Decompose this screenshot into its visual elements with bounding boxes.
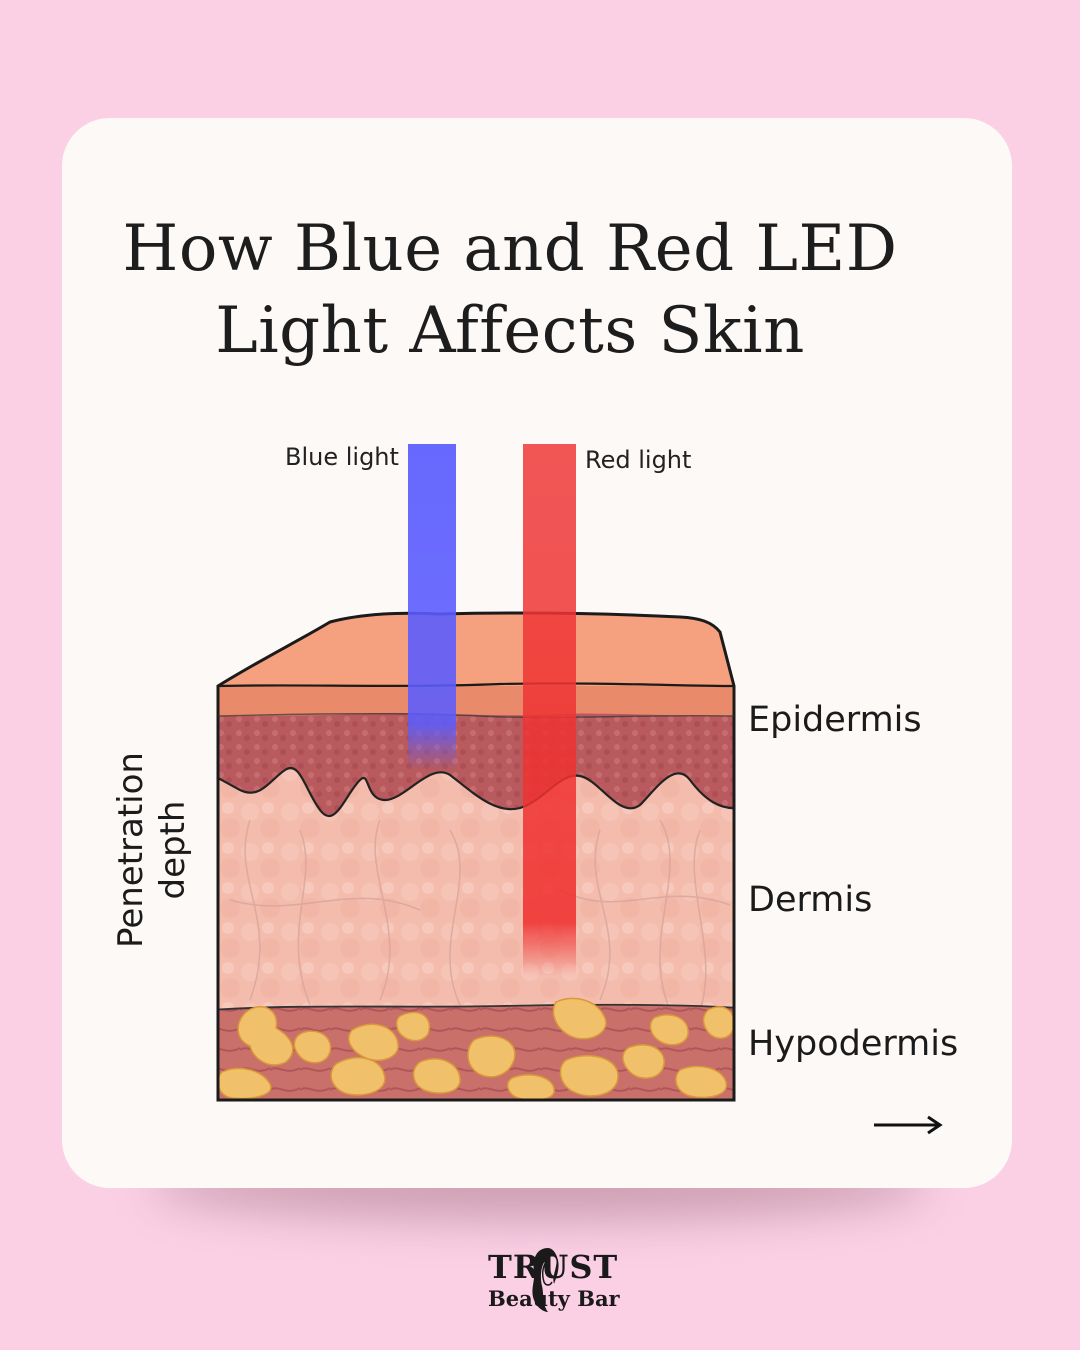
fat-lobules bbox=[218, 997, 734, 1100]
skin-block bbox=[218, 613, 734, 1100]
brand-tagline: Beauty Bar bbox=[488, 1286, 620, 1311]
title-line-1: How Blue and Red LED bbox=[122, 212, 898, 286]
epidermis-label: Epidermis bbox=[748, 700, 922, 740]
penetration-label-line-1: Penetration bbox=[111, 752, 151, 948]
dermis-fibers bbox=[229, 819, 731, 1011]
skin-surface bbox=[218, 613, 734, 690]
arrow-right-icon[interactable] bbox=[874, 1115, 943, 1135]
title-line-2: Light Affects Skin bbox=[215, 294, 805, 368]
page-title: How Blue and Red LED Light Affects Skin bbox=[0, 208, 1020, 372]
epidermis-layer bbox=[218, 712, 734, 816]
red-light-beam bbox=[523, 444, 576, 976]
penetration-label-line-2: depth bbox=[153, 800, 193, 900]
blue-light-label: Blue light bbox=[285, 443, 399, 471]
dermis-label: Dermis bbox=[748, 880, 873, 920]
woman-silhouette-icon bbox=[532, 1248, 559, 1312]
hypodermis-label: Hypodermis bbox=[748, 1024, 959, 1064]
blue-light-beam bbox=[408, 444, 456, 770]
stratum-band bbox=[218, 686, 734, 718]
brand-name: TRUST bbox=[488, 1248, 619, 1286]
skin-outline bbox=[216, 611, 736, 1102]
red-light-label: Red light bbox=[585, 446, 692, 474]
